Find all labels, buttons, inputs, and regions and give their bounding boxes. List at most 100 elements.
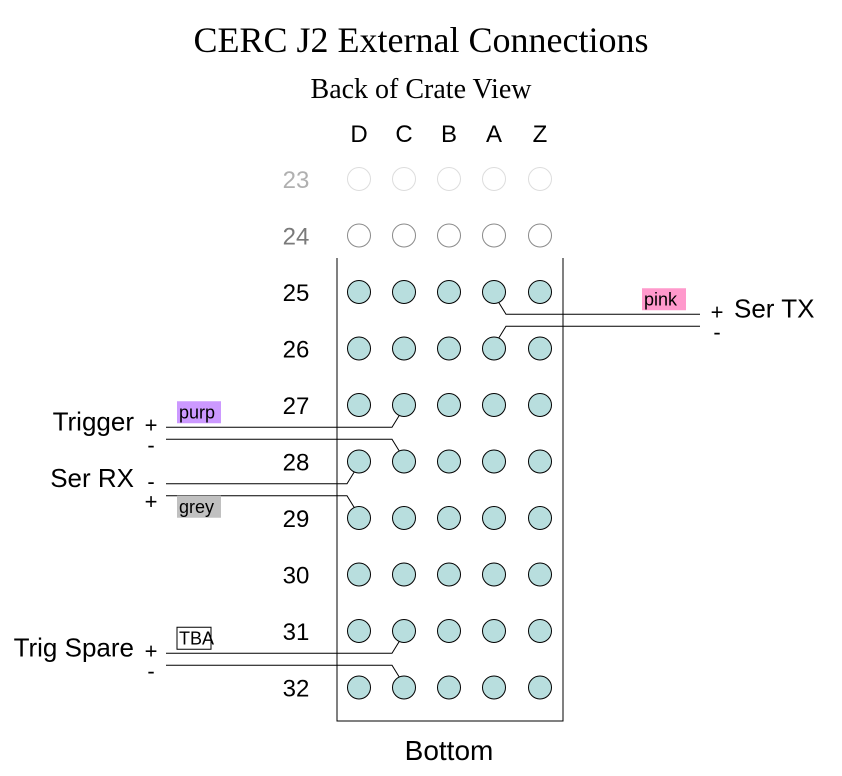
row-label: 28	[283, 450, 310, 477]
pin	[347, 280, 371, 304]
pin	[528, 675, 552, 700]
wire	[495, 297, 700, 315]
bottom-label: Bottom	[405, 735, 494, 766]
pin	[482, 336, 506, 361]
wire-tag-box	[176, 626, 212, 650]
pin	[482, 449, 506, 474]
polarity-sign: -	[713, 319, 720, 344]
pin	[482, 562, 506, 587]
row-labels: 23 24 25 26 27 28 29 30 31 32	[283, 167, 310, 703]
pin	[347, 393, 371, 417]
wire-tag-label: TBA	[179, 628, 214, 648]
pin	[392, 675, 416, 700]
diagram-title: CERC J2 External Connections	[194, 20, 649, 60]
wire-tag-box	[642, 288, 686, 311]
pin	[482, 506, 506, 530]
connection-name: Ser RX	[50, 463, 134, 493]
pin	[347, 619, 371, 643]
polarity-sign: -	[147, 658, 154, 683]
row-label: 30	[283, 563, 310, 590]
wire	[166, 410, 403, 428]
pin	[347, 675, 371, 700]
column-header: B	[441, 121, 457, 148]
diagram-subtitle: Back of Crate View	[311, 74, 533, 105]
pin	[392, 393, 416, 417]
pin	[437, 506, 461, 530]
pin	[392, 167, 416, 191]
pin	[528, 393, 552, 417]
wire-tag-label: purp	[179, 402, 215, 422]
wire	[166, 664, 403, 682]
pin	[437, 675, 461, 700]
wire	[166, 636, 403, 654]
pin	[347, 562, 371, 587]
row-label: 27	[283, 393, 310, 420]
pin	[392, 619, 416, 643]
pin	[437, 393, 461, 417]
polarity-sign: +	[145, 489, 158, 514]
wire-tag-label: pink	[644, 289, 678, 309]
wire-tag-box	[177, 495, 221, 518]
wire-tag-box	[177, 401, 221, 424]
pin	[347, 449, 371, 474]
wire	[166, 495, 358, 513]
polarity-sign: +	[145, 412, 158, 437]
pin	[392, 506, 416, 530]
pin	[392, 449, 416, 474]
pin	[528, 449, 552, 474]
pin	[482, 675, 506, 700]
pin	[437, 223, 461, 248]
wire	[166, 438, 403, 456]
connection-name: Trig Spare	[14, 632, 134, 662]
pin-grid	[347, 167, 552, 700]
pin	[482, 619, 506, 643]
pin	[528, 506, 552, 530]
row-label: 24	[283, 224, 310, 251]
pin	[437, 562, 461, 587]
column-header: Z	[533, 121, 548, 148]
pin	[437, 449, 461, 474]
pin	[528, 167, 552, 191]
polarity-sign: -	[147, 469, 154, 494]
pin	[528, 223, 552, 248]
row-label: 23	[283, 167, 310, 194]
column-header: C	[395, 121, 412, 148]
pin	[392, 562, 416, 587]
pin	[347, 506, 371, 530]
connection-name: Ser TX	[734, 293, 814, 323]
wire	[495, 325, 700, 343]
pin	[482, 167, 506, 191]
wires	[166, 297, 700, 682]
pin	[437, 619, 461, 643]
connection-name: Trigger	[53, 406, 135, 436]
pin	[437, 167, 461, 191]
polarity-sign: +	[711, 299, 724, 324]
row-label: 26	[283, 337, 310, 364]
pin	[392, 280, 416, 304]
pin	[392, 336, 416, 361]
wire	[166, 467, 358, 485]
pin	[482, 280, 506, 304]
pin	[392, 223, 416, 248]
wire-tag-label: grey	[179, 497, 214, 517]
row-label: 32	[283, 676, 310, 703]
row-label: 29	[283, 506, 310, 533]
pin	[528, 280, 552, 304]
pin	[437, 280, 461, 304]
pin	[482, 393, 506, 417]
row-label: 25	[283, 280, 310, 307]
polarity-sign: +	[145, 638, 158, 663]
pin	[437, 336, 461, 361]
pin	[482, 223, 506, 248]
row-label: 31	[283, 619, 310, 646]
pin	[347, 336, 371, 361]
pin	[347, 167, 371, 191]
pin	[528, 562, 552, 587]
pin	[528, 336, 552, 361]
column-header: D	[350, 121, 367, 148]
column-header: A	[486, 121, 502, 148]
pin	[347, 223, 371, 248]
